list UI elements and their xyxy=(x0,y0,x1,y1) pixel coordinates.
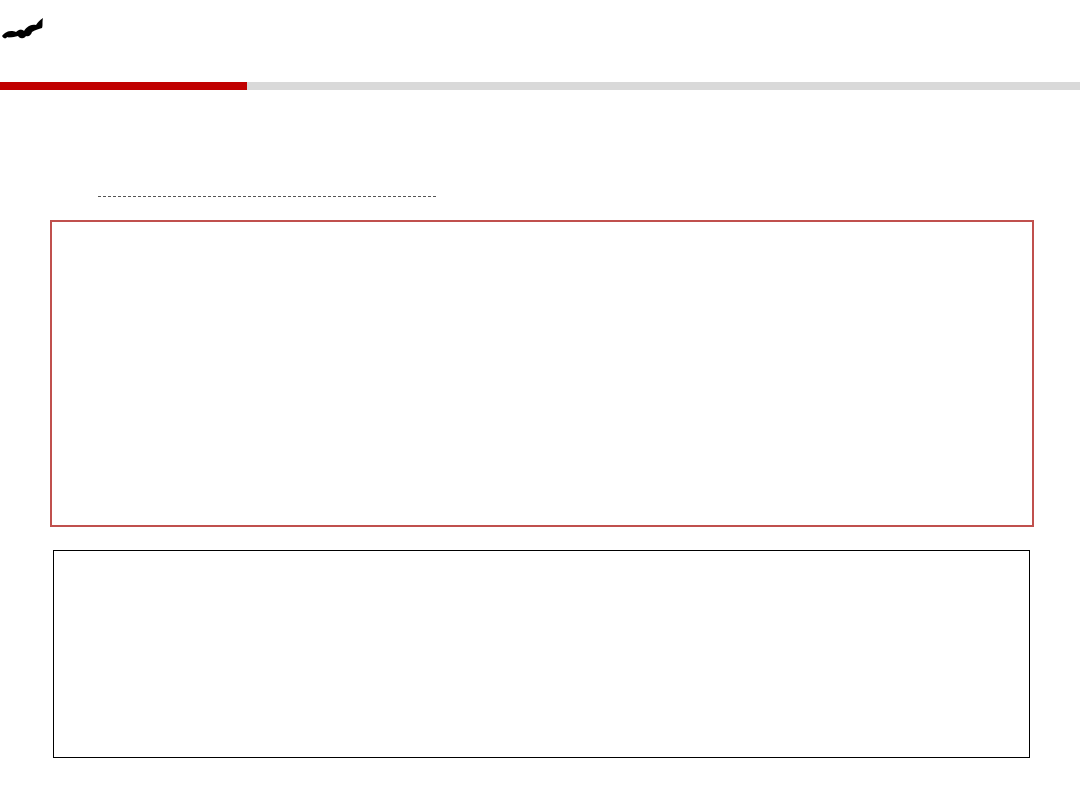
dashed-divider xyxy=(98,196,436,197)
bat-icon xyxy=(2,17,44,41)
header-progress-fill xyxy=(0,82,248,90)
header-progress-track xyxy=(0,82,1080,90)
secondary-content-box xyxy=(53,550,1030,758)
primary-content-box xyxy=(50,220,1034,527)
